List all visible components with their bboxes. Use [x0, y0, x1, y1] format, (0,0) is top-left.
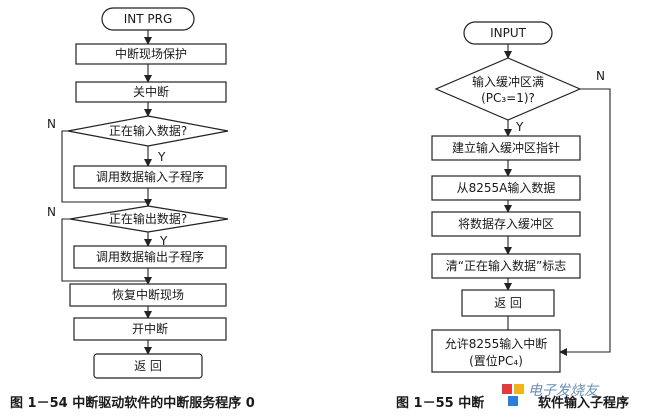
decision-output-label: 正在输出数据? [109, 211, 187, 226]
input-terminal [463, 21, 553, 45]
logo-square-blue [508, 396, 518, 406]
allow-int-label-2: (置位PC₄) [469, 353, 523, 368]
decision-input-no: N [47, 117, 56, 131]
start-label: INT PRG [124, 12, 173, 26]
right-flowchart: INPUT 输入缓冲区满 (PC₃=1)? N Y 建立输入缓冲区指针 从825… [396, 21, 629, 411]
right-return-box [461, 289, 555, 317]
left-return-label: 返 回 [134, 359, 162, 373]
disable-int-label: 关中断 [133, 84, 169, 99]
left-return-box [93, 353, 203, 379]
read-8255-box [431, 175, 581, 201]
set-pointer-label: 建立输入缓冲区指针 [452, 140, 560, 155]
input-terminal-label: INPUT [490, 26, 527, 40]
store-buffer-label: 将数据存入缓冲区 [458, 216, 554, 231]
allow-int-box [431, 329, 561, 373]
store-buffer-box [431, 211, 581, 237]
save-context-box [75, 43, 227, 65]
buffer-full-diamond [434, 57, 582, 121]
enable-int-box [73, 317, 227, 341]
call-input-label: 调用数据输入子程序 [96, 169, 204, 184]
decision-output-yes: Y [159, 234, 168, 248]
save-context-label: 中断现场保护 [115, 46, 187, 61]
restore-context-label: 恢复中断现场 [112, 287, 184, 302]
logo-square-yellow [514, 384, 524, 394]
decision-output-diamond [69, 205, 229, 233]
enable-int-label: 开中断 [132, 321, 168, 336]
edge-decision-no [559, 88, 611, 356]
buffer-full-label-2: (PC₃=1)? [481, 91, 535, 105]
right-return-label: 返 回 [494, 296, 522, 310]
decision-input-label: 正在输入数据? [109, 123, 187, 138]
buffer-full-no: N [596, 69, 605, 83]
start-terminal [101, 7, 195, 31]
watermark-text: 电子发烧友 [528, 383, 600, 399]
allow-int-label-1: 允许8255输入中断 [445, 336, 548, 351]
edge-decision2-no [61, 218, 148, 282]
buffer-full-yes: Y [515, 120, 524, 134]
buffer-full-label-1: 输入缓冲区满 [472, 74, 544, 89]
logo-square-red [502, 384, 512, 394]
decision-input-diamond [67, 115, 229, 147]
read-8255-label: 从8255A输入数据 [457, 180, 556, 195]
left-flowchart: INT PRG 中断现场保护 关中断 正在输入数据? N Y 调用数据输入子程序… [10, 7, 255, 411]
call-output-label: 调用数据输出子程序 [96, 249, 204, 264]
call-output-box [73, 245, 227, 269]
right-caption-left: 图 1－55 中断 [396, 395, 484, 411]
watermark-logo: 电子发烧友 [502, 383, 600, 406]
disable-int-box [75, 81, 227, 103]
call-input-box [73, 165, 227, 189]
decision-output-no: N [47, 205, 56, 219]
clear-flag-box [431, 253, 581, 279]
left-caption: 图 1－54 中断驱动软件的中断服务程序 0 [10, 395, 255, 411]
decision-input-yes: Y [157, 150, 166, 164]
right-caption-right: 软件输入子程序 [538, 395, 629, 411]
set-pointer-box [431, 135, 581, 161]
edge-decision1-no [61, 130, 148, 203]
clear-flag-label: 清“正在输入数据”标志 [446, 258, 566, 273]
restore-context-box [69, 283, 227, 307]
